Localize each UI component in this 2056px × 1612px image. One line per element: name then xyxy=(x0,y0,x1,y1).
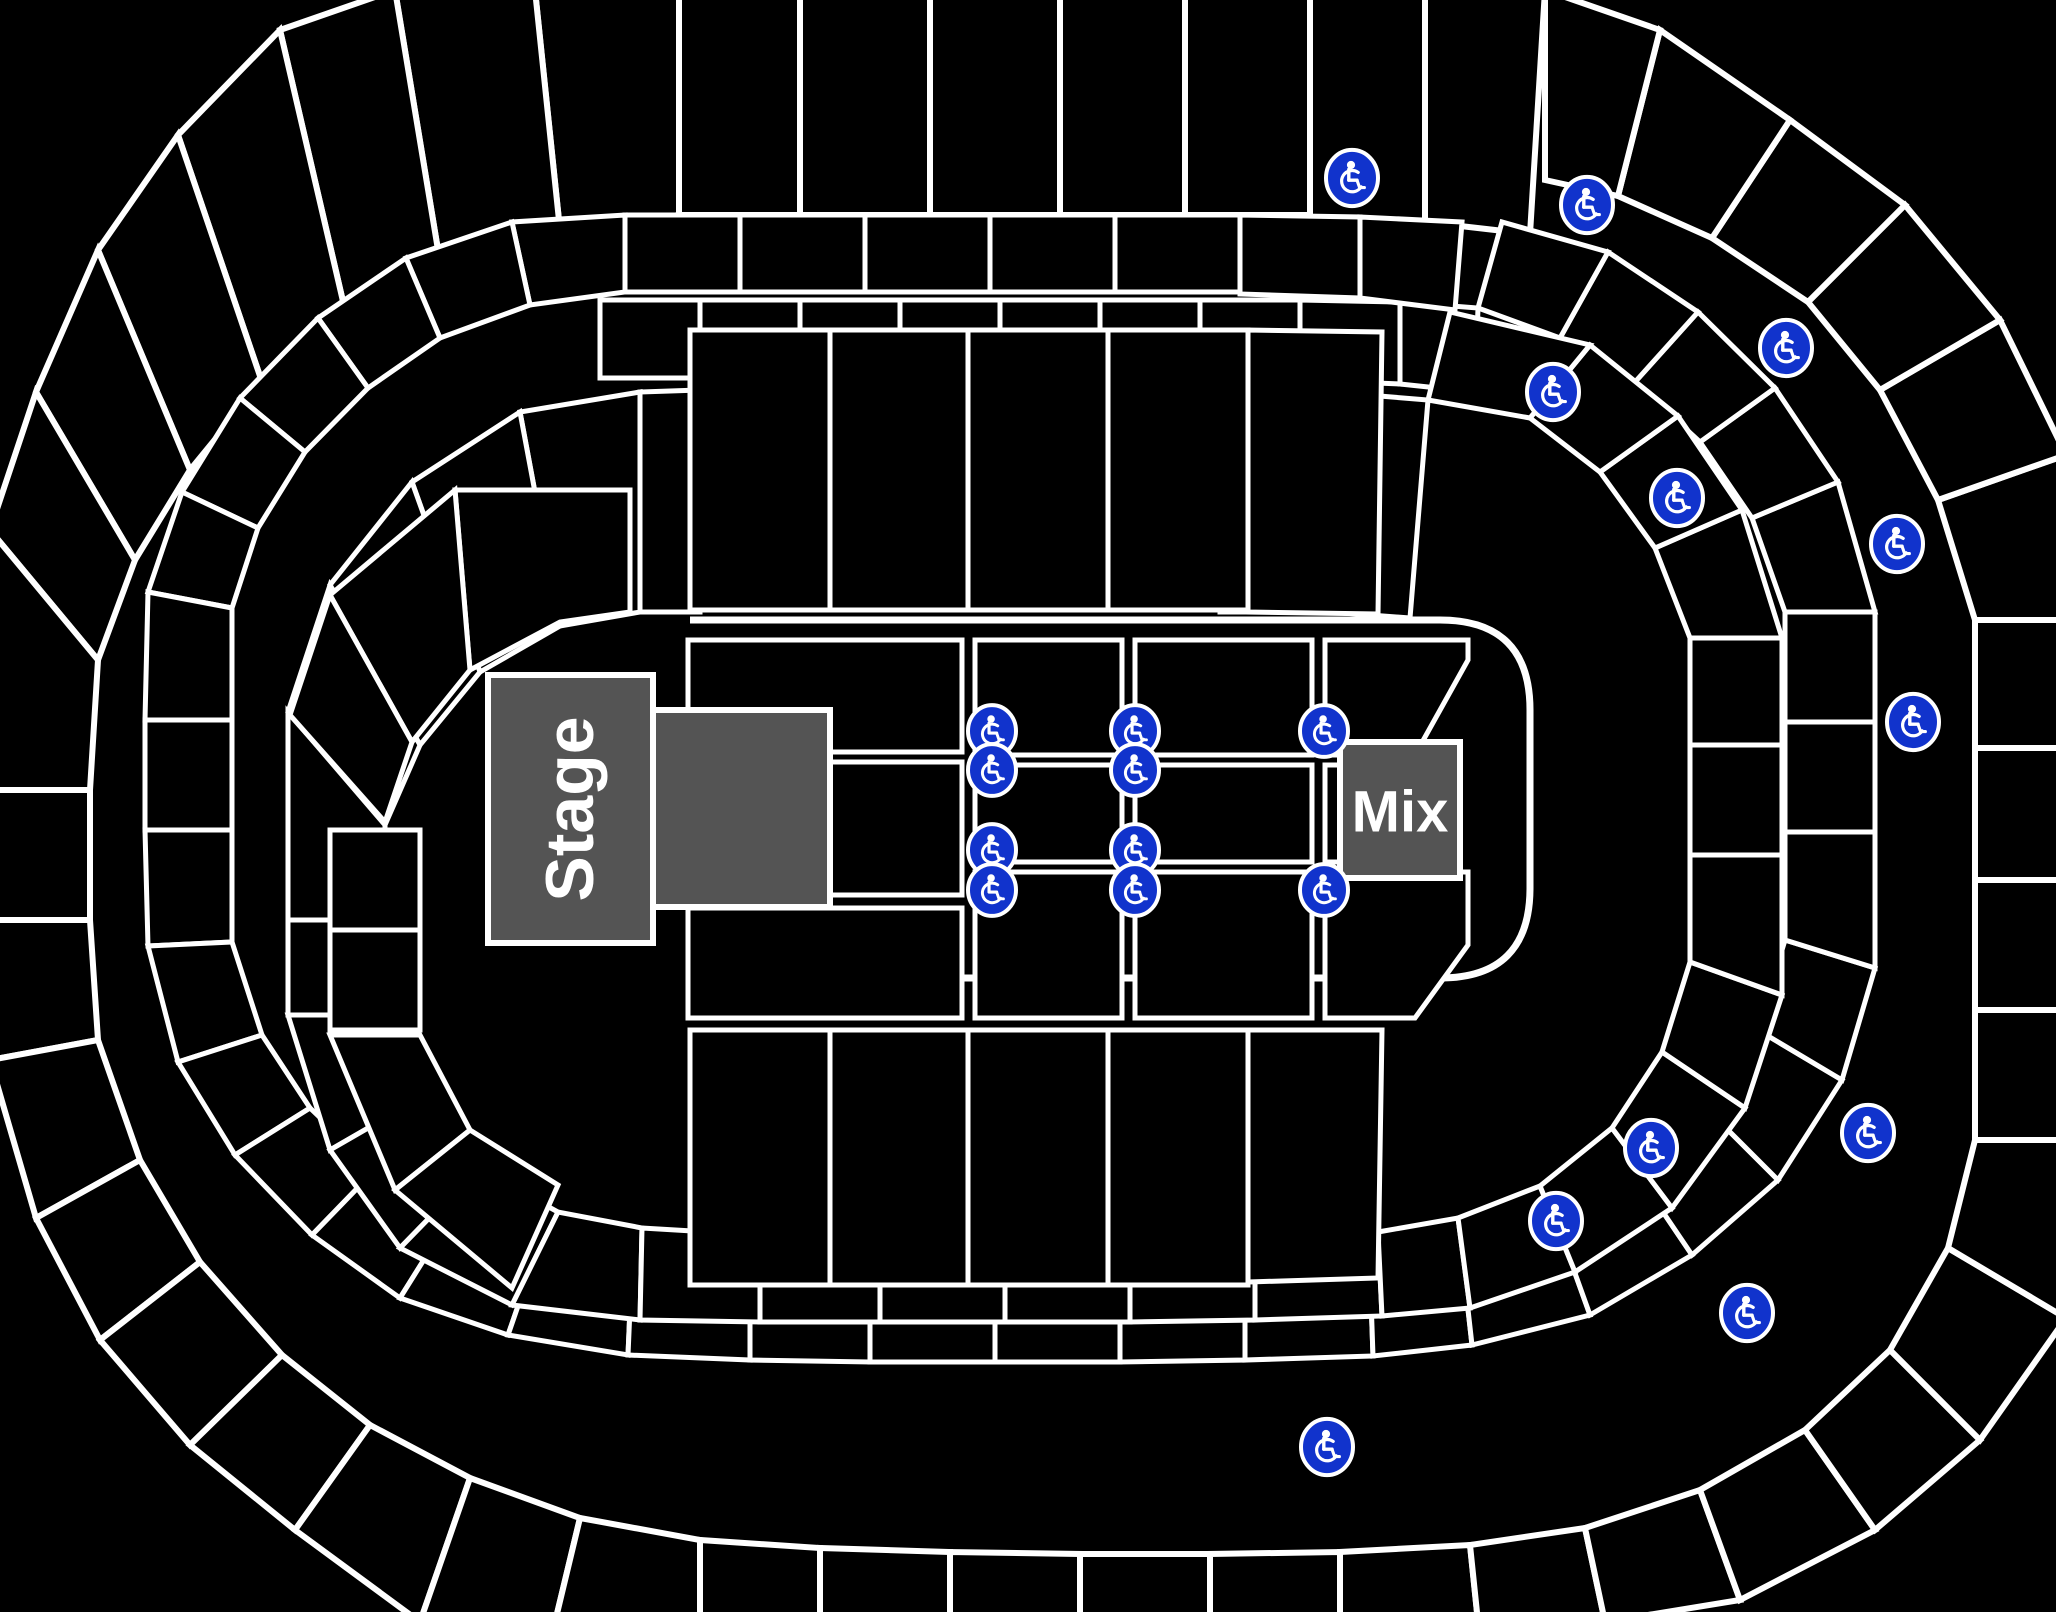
wheelchair-accessible-icon[interactable] xyxy=(1559,174,1615,236)
wheelchair-accessible-icon[interactable] xyxy=(966,703,1018,759)
wheelchair-glyph xyxy=(1123,754,1148,785)
wheelchair-accessible-icon[interactable] xyxy=(1623,1117,1679,1179)
wheelchair-accessible-icon[interactable] xyxy=(1869,513,1925,575)
wheelchair-glyph xyxy=(1312,715,1337,746)
wheelchair-glyph xyxy=(1856,1115,1882,1149)
wheelchair-glyph xyxy=(1312,874,1337,905)
wheelchair-glyph xyxy=(1901,704,1927,738)
wheelchair-accessible-icon[interactable] xyxy=(966,742,1018,798)
stage-label: Stage xyxy=(532,716,608,901)
mix-label: Mix xyxy=(1352,780,1449,845)
inner-bowl-sections[interactable] xyxy=(287,484,633,1293)
wheelchair-accessible-icon[interactable] xyxy=(1649,467,1705,529)
wheelchair-accessible-icon[interactable] xyxy=(1525,361,1581,423)
wheelchair-glyph xyxy=(980,754,1005,785)
wheelchair-accessible-icon[interactable] xyxy=(1109,862,1161,918)
floor-perimeter xyxy=(690,616,1534,982)
wheelchair-glyph xyxy=(1541,374,1567,408)
wheelchair-glyph xyxy=(980,874,1005,905)
stage-extension-platform xyxy=(650,707,833,910)
wheelchair-glyph xyxy=(1885,526,1911,560)
wheelchair-glyph xyxy=(1123,874,1148,905)
wheelchair-glyph xyxy=(1639,1130,1665,1164)
wheelchair-accessible-icon[interactable] xyxy=(1758,317,1814,379)
wheelchair-accessible-icon[interactable] xyxy=(966,822,1018,878)
wheelchair-glyph xyxy=(1575,187,1601,221)
wheelchair-accessible-icon[interactable] xyxy=(1109,822,1161,878)
wheelchair-glyph xyxy=(1665,480,1691,514)
wheelchair-accessible-icon[interactable] xyxy=(1885,691,1941,753)
wheelchair-glyph xyxy=(1774,330,1800,364)
wheelchair-accessible-icon[interactable] xyxy=(1299,1416,1355,1478)
accessible-icons-layer[interactable] xyxy=(966,147,1941,1478)
wheelchair-glyph xyxy=(1544,1203,1570,1237)
wheelchair-accessible-icon[interactable] xyxy=(1109,742,1161,798)
floor-sections-lower[interactable] xyxy=(687,1027,1385,1288)
wheelchair-glyph xyxy=(1123,834,1148,865)
stage-block[interactable] xyxy=(485,672,656,946)
wheelchair-accessible-icon[interactable] xyxy=(1528,1190,1584,1252)
wheelchair-glyph xyxy=(1735,1295,1761,1329)
floor-sections-upper[interactable] xyxy=(687,327,1385,617)
wheelchair-glyph xyxy=(1315,1429,1341,1463)
wheelchair-accessible-icon[interactable] xyxy=(1324,147,1380,209)
wheelchair-accessible-icon[interactable] xyxy=(966,862,1018,918)
wheelchair-accessible-icon[interactable] xyxy=(1298,862,1350,918)
wheelchair-accessible-icon[interactable] xyxy=(1840,1102,1896,1164)
wheelchair-accessible-icon[interactable] xyxy=(1719,1282,1775,1344)
wheelchair-accessible-icon[interactable] xyxy=(1298,703,1350,759)
wheelchair-glyph xyxy=(1340,160,1366,194)
mix-block[interactable] xyxy=(1337,739,1463,881)
wheelchair-glyph xyxy=(980,834,1005,865)
